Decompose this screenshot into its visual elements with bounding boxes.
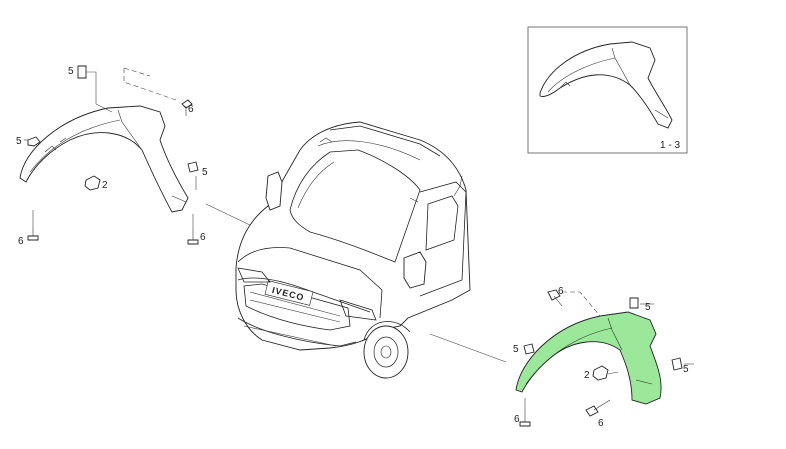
truck-illustration: IVECO — [235, 121, 507, 379]
callout-2-left: 2 — [102, 180, 108, 191]
callout-6-bottom-left: 6 — [18, 236, 24, 247]
callout-6-right-bottom-left: 6 — [514, 414, 520, 425]
inset-panel: 1 - 3 — [527, 26, 688, 154]
callout-6-right-top: 6 — [558, 286, 564, 297]
callout-6-top-right: 6 — [188, 104, 194, 115]
callout-6-right-bottom: 6 — [598, 418, 604, 429]
callout-5-right: 5 — [202, 167, 208, 178]
callout-5-right-side: 5 — [683, 364, 689, 375]
fender-arch-left — [19, 105, 189, 213]
callout-5-left: 5 — [16, 136, 22, 147]
fender-rear-left-group: 5 6 5 2 5 6 6 — [16, 65, 253, 247]
fender-arch-highlighted — [515, 311, 662, 405]
callout-6-bottom-right: 6 — [200, 232, 206, 243]
callout-5-right-top: 5 — [645, 302, 651, 313]
inset-label: 1 - 3 — [660, 140, 680, 151]
inset-fender-arch — [539, 41, 673, 129]
callout-2-right: 2 — [584, 370, 590, 381]
callout-5-right-left: 5 — [513, 344, 519, 355]
fender-front-right-group: 6 5 5 5 2 6 6 — [513, 286, 694, 429]
callout-5-top: 5 — [68, 66, 74, 77]
